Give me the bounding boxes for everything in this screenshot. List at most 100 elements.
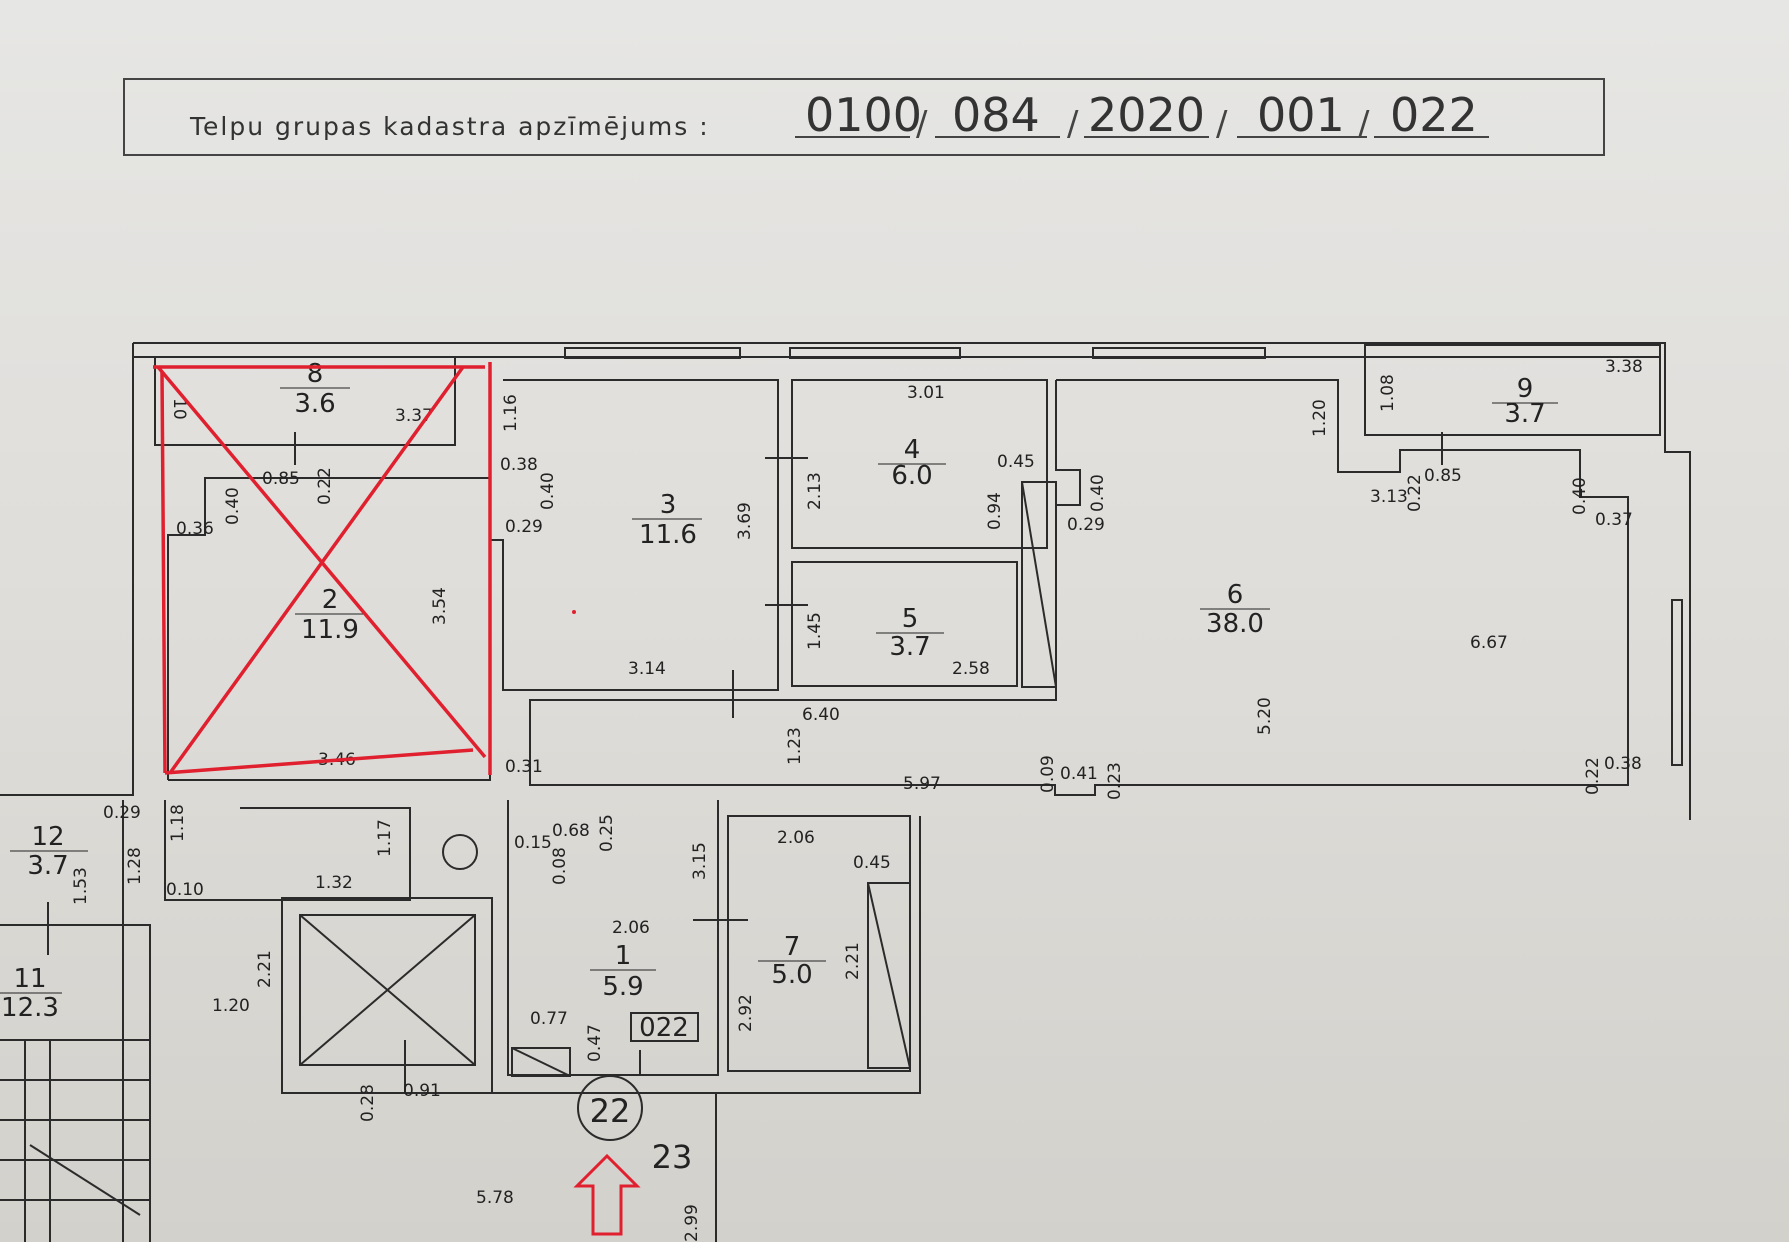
room-11-area: 12.3 [1,993,59,1023]
dim-0-38-a: 0.38 [500,455,538,475]
room-2-area: 11.9 [301,615,359,645]
room-4-number: 4 [904,435,921,465]
dim-0-09: 0.09 [1038,755,1058,793]
code-underline-3 [1084,136,1209,138]
code-underline-5 [1374,136,1489,138]
dim-0-08: 0.08 [550,847,570,885]
dim-0-91: 0.91 [403,1081,441,1101]
dim-2-13: 2.13 [805,472,825,510]
room-2-number: 2 [322,585,339,615]
red-dot [572,610,576,614]
slash-1: / [916,104,928,144]
room-5-number: 5 [902,604,919,634]
stair-treads [0,1039,150,1242]
room-3-area: 11.6 [639,520,697,550]
dim-3-14: 3.14 [628,659,666,679]
dim-0-31: 0.31 [505,757,543,777]
neighbor-unit-label: 23 [652,1138,693,1176]
dim-0-40-b: 0.40 [538,472,558,510]
dim-5-78: 5.78 [476,1188,514,1208]
dim-2-21-b: 2.21 [255,950,275,988]
dim-1-53: 1.53 [71,867,91,905]
dim-0-85-b: 0.85 [1424,466,1462,486]
dim-5-97: 5.97 [903,774,941,794]
code-part-4: 001 [1257,88,1345,142]
dim-3-13: 3.13 [1370,487,1408,507]
dim-5-20: 5.20 [1255,697,1275,735]
dim-3-01: 3.01 [907,383,945,403]
dim-0-23-a: 0.23 [1105,762,1125,800]
red-entrance-arrow [573,1153,641,1236]
dim-2-92: 2.92 [736,994,756,1032]
dim-10: 10 [169,398,189,420]
dim-0-22-c: 0.22 [1583,757,1603,795]
dim-0-29-a: 0.29 [505,517,543,537]
dim-0-40-d: 0.40 [1570,477,1590,515]
dim-2-21-a: 2.21 [843,942,863,980]
code-underline-2 [935,136,1060,138]
code-part-5: 022 [1390,88,1478,142]
dim-3-15: 3.15 [690,842,710,880]
dim-0-47: 0.47 [585,1024,605,1062]
dim-0-15: 0.15 [514,833,552,853]
dim-0-25: 0.25 [597,814,617,852]
room-labels: 8 3.6 2 11.9 3 11.6 4 6.0 5 3.7 6 38.0 7… [0,359,1558,1023]
room-9-number: 9 [1517,374,1534,404]
dim-1-45: 1.45 [805,612,825,650]
dim-0-22-b: 0.22 [1405,474,1425,512]
slash-3: / [1216,104,1228,144]
dim-0-40-a: 0.40 [223,487,243,525]
code-part-3: 2020 [1088,88,1206,142]
room-1-area: 5.9 [602,972,643,1002]
room-1-number: 1 [615,941,632,971]
dim-0-10: 0.10 [166,880,204,900]
dim-1-28: 1.28 [125,847,145,885]
room-12-area: 3.7 [27,851,68,881]
room-7-area: 5.0 [771,960,812,990]
room-11-number: 11 [13,964,46,994]
room-6-number: 6 [1227,580,1244,610]
dim-0-94: 0.94 [985,492,1005,530]
cadastral-label: Telpu grupas kadastra apzīmējums : [190,112,710,141]
dim-6-67: 6.67 [1470,633,1508,653]
red-box-left [160,371,167,774]
dim-0-45-a: 0.45 [997,452,1035,472]
column-circle [442,834,478,870]
dim-0-22-a: 0.22 [315,467,335,505]
dim-0-37: 0.37 [1595,510,1633,530]
room-4-area: 6.0 [891,461,932,491]
red-markup [153,362,641,1236]
dim-0-41: 0.41 [1060,764,1098,784]
room-3-number: 3 [660,490,677,520]
code-underline-4 [1237,136,1367,138]
dim-1-17: 1.17 [375,819,395,857]
unit-circle [577,1075,643,1141]
code-part-2: 084 [952,88,1040,142]
dim-2-06-a: 2.06 [612,918,650,938]
dim-0-36: 0.36 [176,519,214,539]
dim-0-40-c: 0.40 [1088,474,1108,512]
cadastral-header-box [123,78,1605,156]
dim-0-29-b: 0.29 [1067,515,1105,535]
unit-circle-label: 22 [590,1092,631,1130]
dim-1-23: 1.23 [785,727,805,765]
dim-0-77: 0.77 [530,1009,568,1029]
dim-0-29-c: 0.29 [103,803,141,823]
room-9-area: 3.7 [1504,399,1545,429]
code-underline-1 [795,136,910,138]
dim-1-32: 1.32 [315,873,353,893]
dim-3-69: 3.69 [735,502,755,540]
dim-0-85-a: 0.85 [262,469,300,489]
room-8-number: 8 [307,359,324,389]
dim-3-38: 3.38 [1605,357,1643,377]
dimension-labels: 3.37 0.85 0.22 0.40 0.36 3.54 3.46 1.16 … [71,357,1643,1242]
slash-2: / [1067,104,1079,144]
red-cross-diagonal-b [168,365,465,775]
dim-3-54: 3.54 [430,587,450,625]
dim-6-40: 6.40 [802,705,840,725]
red-box-bottom [164,748,474,775]
room-12-number: 12 [31,822,64,852]
room-6-area: 38.0 [1206,609,1264,639]
